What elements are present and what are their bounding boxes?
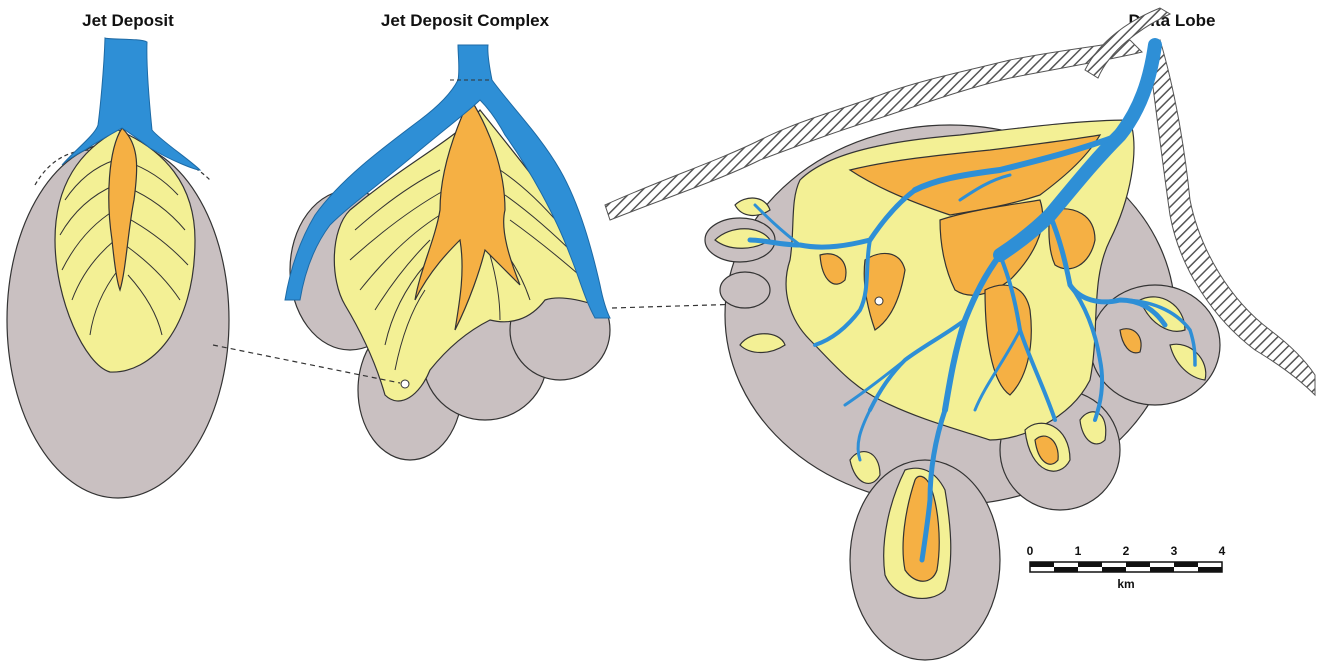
scale-tick-4: 4 bbox=[1219, 544, 1226, 558]
scale-tick-2: 2 bbox=[1123, 544, 1130, 558]
scale-segment-1 bbox=[1030, 562, 1054, 567]
scale-tick-0: 0 bbox=[1027, 544, 1034, 558]
complex-location-marker bbox=[401, 380, 409, 388]
scale-segment-2 bbox=[1054, 567, 1078, 572]
delta-location-marker bbox=[875, 297, 883, 305]
scale-segment-3 bbox=[1078, 562, 1102, 567]
jet-deposit-figure bbox=[7, 38, 229, 498]
scale-segment-6 bbox=[1150, 567, 1174, 572]
scale-segment-5 bbox=[1126, 562, 1150, 567]
scale-tick-3: 3 bbox=[1171, 544, 1178, 558]
scale-bar: 0 1 2 3 4 km bbox=[1027, 544, 1226, 591]
title-jet-deposit: Jet Deposit bbox=[82, 11, 174, 30]
scale-segment-4 bbox=[1102, 567, 1126, 572]
scale-segment-8 bbox=[1198, 567, 1222, 572]
scale-segment-7 bbox=[1174, 562, 1198, 567]
scale-unit: km bbox=[1117, 577, 1134, 591]
delta-prodelta-west-2 bbox=[720, 272, 770, 308]
title-jet-deposit-complex: Jet Deposit Complex bbox=[381, 11, 550, 30]
scale-tick-1: 1 bbox=[1075, 544, 1082, 558]
jet-deposit-complex-figure bbox=[285, 45, 610, 460]
